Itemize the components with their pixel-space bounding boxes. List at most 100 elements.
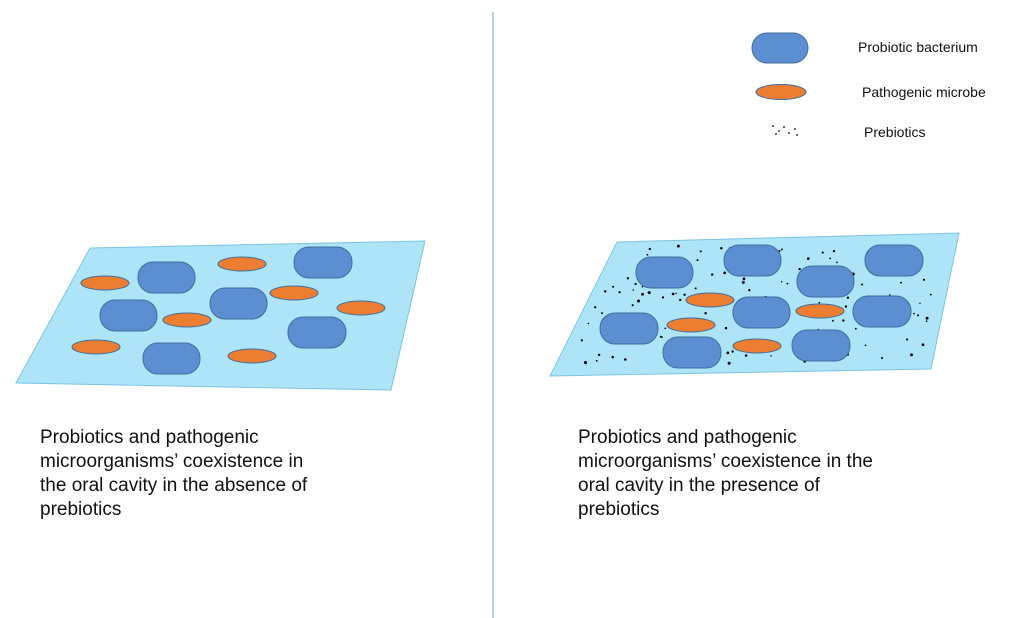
prebiotic-particle [611, 355, 614, 359]
prebiotic-particle [711, 273, 714, 276]
pathogenic-microbe [666, 317, 716, 333]
prebiotic-particle [861, 283, 864, 286]
prebiotic-particle [626, 277, 630, 280]
pathogenic-microbe [217, 256, 267, 272]
probiotic-bacterium [864, 244, 924, 277]
prebiotic-particle [661, 296, 665, 299]
prebiotic-particle [910, 353, 913, 357]
legend [751, 32, 809, 136]
probiotic-bacterium [791, 329, 851, 362]
prebiotic-particle [832, 249, 836, 253]
probiotic-bacterium [599, 312, 659, 345]
caption-line: microorganisms’ coexistence in [40, 451, 304, 472]
probiotic-bacterium [723, 244, 782, 277]
prebiotic-particle [925, 320, 928, 323]
probiotic-bacterium [99, 299, 158, 332]
prebiotic-particle [699, 250, 702, 253]
legend-label-prebiotics: Prebiotics [864, 124, 926, 140]
prebiotic-particle [921, 343, 925, 347]
prebiotic-particle [624, 358, 627, 361]
pathogenic-microbe [80, 275, 130, 291]
pathogenic-microbe-icon [755, 84, 807, 100]
prebiotic-particle [648, 247, 651, 251]
caption-line: oral cavity in the presence of [578, 475, 820, 496]
prebiotic-particle [724, 326, 728, 330]
pathogenic-microbe [685, 292, 735, 308]
prebiotic-particle [720, 246, 723, 250]
caption-absence: Probiotics and pathogenic microorganisms… [40, 426, 307, 522]
prebiotic-particle [919, 302, 921, 305]
prebiotic-particle [727, 361, 731, 365]
probiotic-bacterium [662, 336, 722, 369]
probiotic-bacterium [287, 316, 347, 349]
prebiotic-particle [594, 306, 597, 309]
probiotic-bacterium-icon [751, 32, 809, 64]
prebiotic-particle [694, 287, 697, 290]
prebiotic-particle [664, 327, 667, 330]
prebiotic-particle [634, 282, 637, 286]
prebiotic-particle [917, 314, 920, 317]
prebiotic-particle [683, 293, 686, 296]
probiotic-bacterium [293, 246, 353, 279]
pathogenic-microbe [71, 339, 121, 355]
prebiotic-particle [922, 278, 925, 281]
panel-presence-of-prebiotics [549, 232, 960, 377]
prebiotic-particle [913, 312, 915, 315]
probiotic-bacterium [732, 296, 791, 329]
prebiotic-particle [597, 353, 601, 357]
prebiotic-particle [744, 354, 748, 357]
panel-absence-of-prebiotics [15, 240, 426, 391]
prebiotic-particle [925, 316, 929, 320]
prebiotic-particle [618, 291, 621, 294]
prebiotic-particle [844, 305, 848, 308]
prebiotic-particle [821, 251, 824, 254]
prebiotic-particle [831, 319, 834, 322]
prebiotic-particle [780, 248, 783, 251]
prebiotic-particle [770, 355, 772, 357]
pathogenic-microbe [227, 348, 277, 364]
probiotic-bacterium [209, 287, 268, 320]
pathogenic-microbe [732, 338, 782, 354]
legend-label-pathogenic: Pathogenic microbe [862, 84, 986, 100]
prebiotics-dots-icon [772, 125, 798, 136]
prebiotic-particle [601, 312, 603, 315]
prebiotic-particle [696, 259, 699, 262]
prebiotic-particle [829, 257, 832, 260]
prebiotic-particle [647, 291, 651, 295]
probiotic-bacterium [137, 261, 196, 294]
prebiotic-particle [846, 296, 850, 299]
prebiotic-particle [836, 261, 838, 264]
prebiotic-particle [798, 267, 801, 271]
prebiotic-particle [742, 277, 746, 281]
probiotic-bacterium [852, 295, 912, 328]
prebiotic-particle [580, 339, 583, 342]
caption-line: Probiotics and pathogenic [40, 427, 259, 448]
prebiotic-particle [929, 293, 932, 296]
prebiotic-particle [632, 289, 634, 291]
prebiotic-particle [595, 359, 598, 362]
caption-line: microorganisms’ coexistence in the [578, 451, 873, 472]
prebiotic-particle [900, 281, 902, 284]
prebiotic-particle [671, 292, 675, 296]
prebiotic-particle [679, 298, 682, 302]
prebiotic-particle [723, 271, 727, 275]
prebiotic-particle [889, 294, 891, 296]
prebiotic-particle [786, 282, 789, 285]
caption-line: the oral cavity in the absence of [40, 475, 308, 496]
caption-line: prebiotics [578, 499, 660, 520]
prebiotic-particle [583, 361, 588, 365]
prebiotic-particle [780, 281, 783, 283]
caption-line: Probiotics and pathogenic [578, 427, 797, 448]
prebiotic-particle [704, 311, 707, 315]
caption-line: prebiotics [40, 499, 122, 520]
prebiotic-particle [806, 257, 810, 260]
pathogenic-microbe [795, 303, 845, 319]
pathogenic-microbe [336, 300, 386, 316]
prebiotic-particle [646, 253, 649, 256]
pathogenic-microbe [162, 312, 212, 328]
prebiotic-particle [676, 244, 680, 248]
pathogenic-microbe [269, 285, 319, 301]
prebiotic-particle [906, 338, 909, 341]
